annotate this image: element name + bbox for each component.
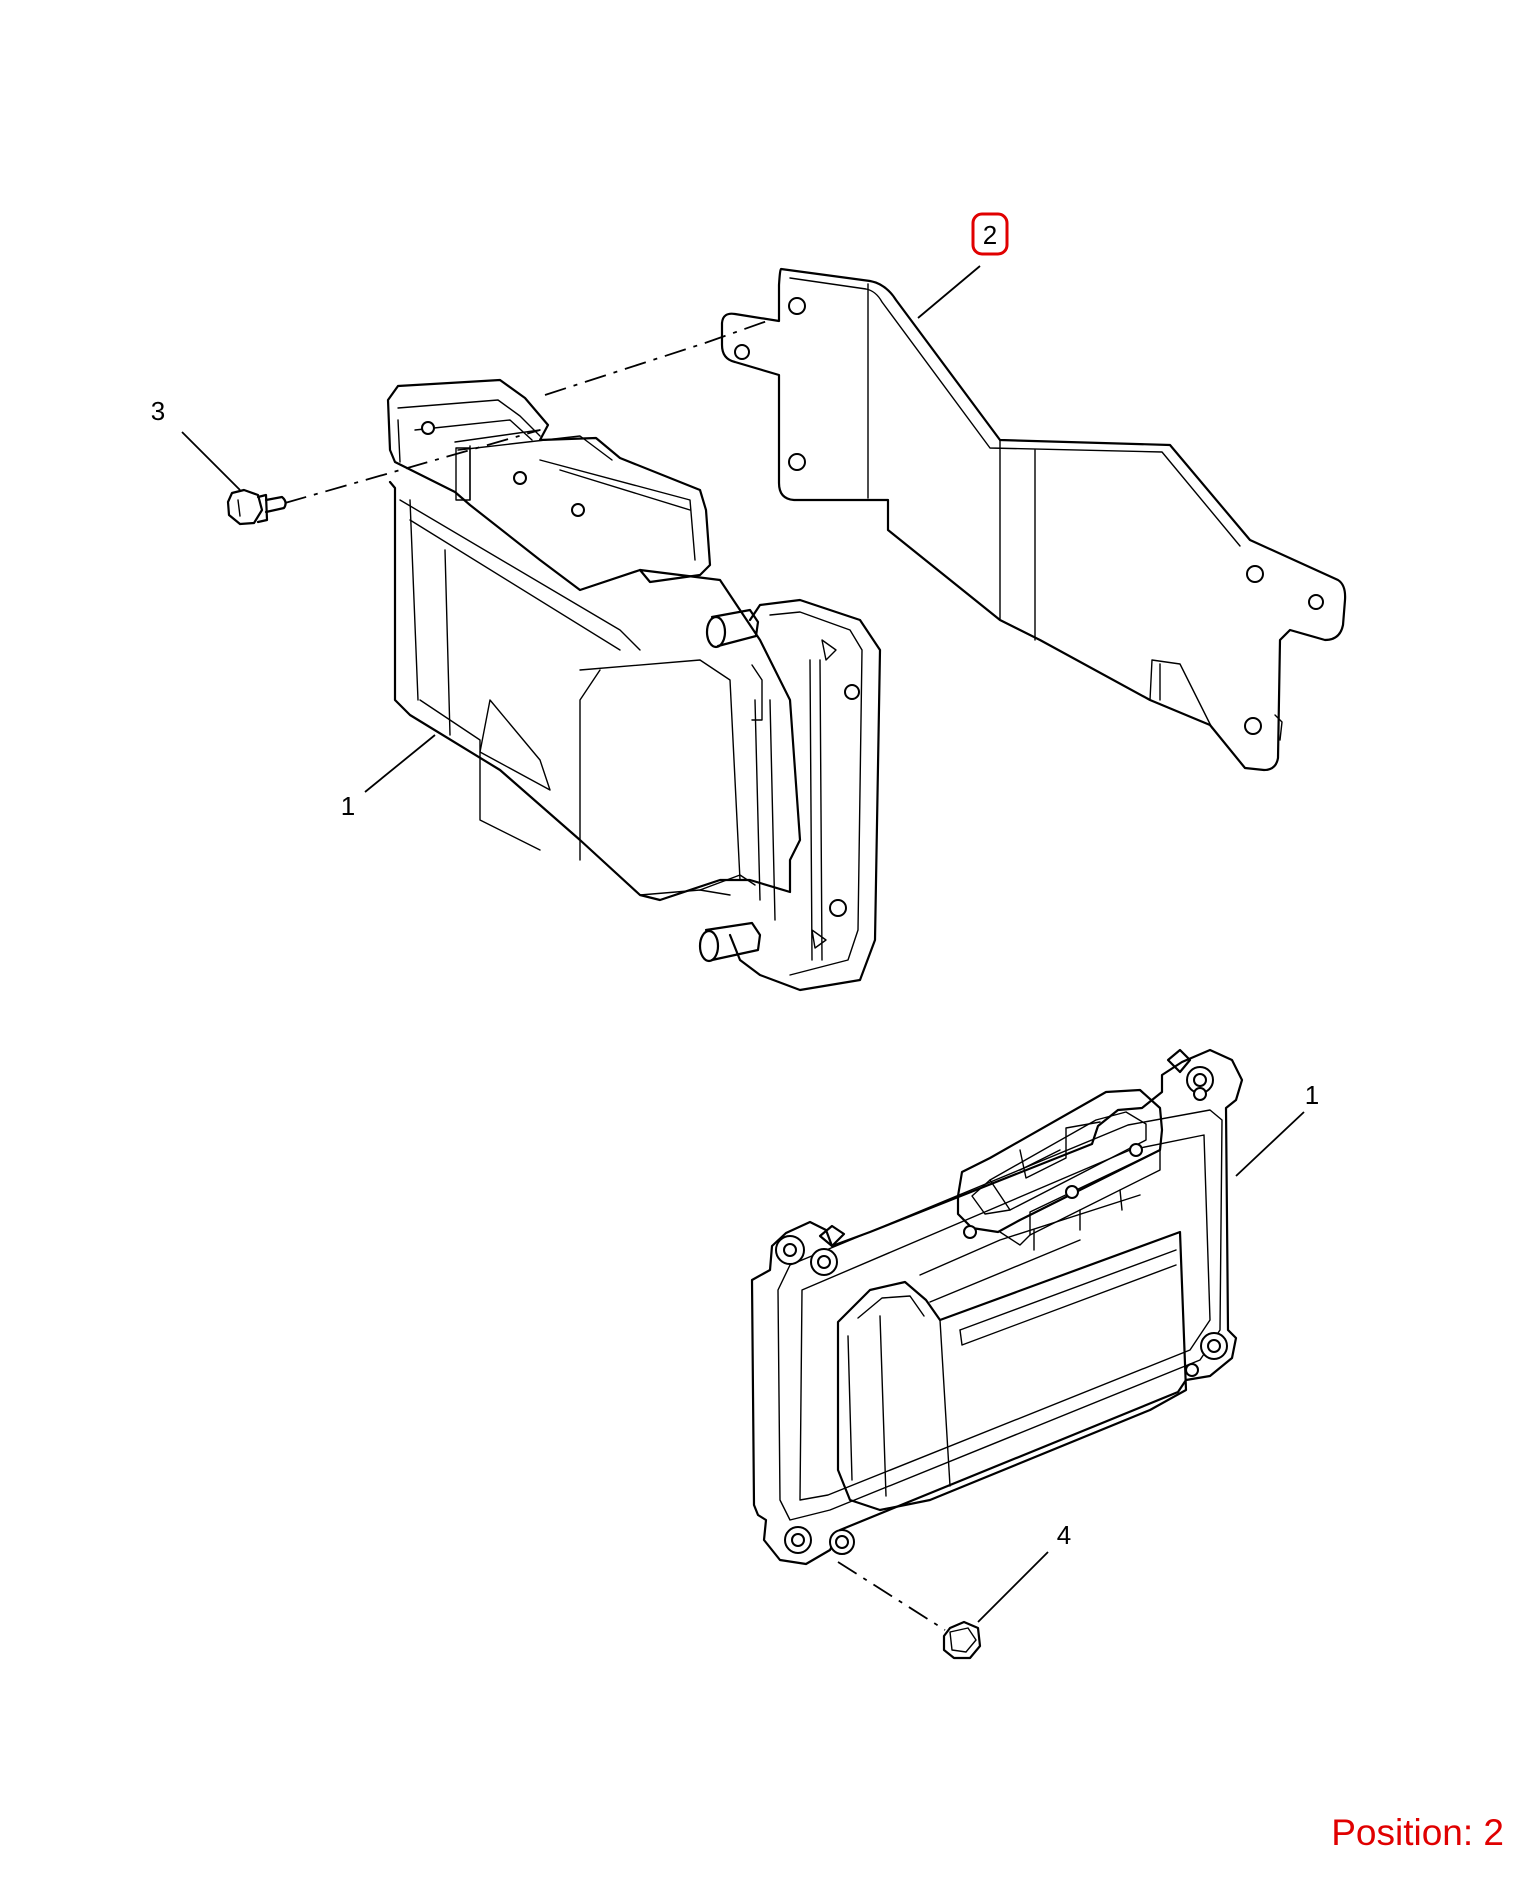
callout-label-bolt[interactable]: 3 (151, 396, 165, 426)
bolt[interactable] (226, 488, 287, 526)
nut[interactable] (942, 1620, 982, 1660)
selected-callout-highlight (971, 212, 1009, 256)
leader-ecu-upper (364, 734, 436, 793)
callout-bracket[interactable]: 2 (971, 212, 1009, 256)
ecu-module-upper[interactable] (386, 378, 882, 992)
mounting-bracket[interactable] (720, 267, 1347, 772)
leader-bolt (181, 431, 241, 491)
callout-label-nut[interactable]: 4 (1057, 1520, 1071, 1550)
leader-nut (977, 1551, 1049, 1623)
ecu-module-lower[interactable] (750, 1048, 1244, 1566)
assembly-line-bracket (544, 319, 771, 396)
assembly-line-nut (837, 1561, 946, 1631)
callout-label-ecu-lower[interactable]: 1 (1305, 1080, 1319, 1110)
callout-label-ecu-upper[interactable]: 1 (341, 791, 355, 821)
callout-label-bracket: 2 (983, 220, 997, 250)
assembly-line-bolt (284, 429, 541, 504)
leader-ecu-lower (1235, 1111, 1305, 1177)
leader-bracket (917, 265, 981, 319)
position-label: Position: 2 (1331, 1812, 1504, 1853)
